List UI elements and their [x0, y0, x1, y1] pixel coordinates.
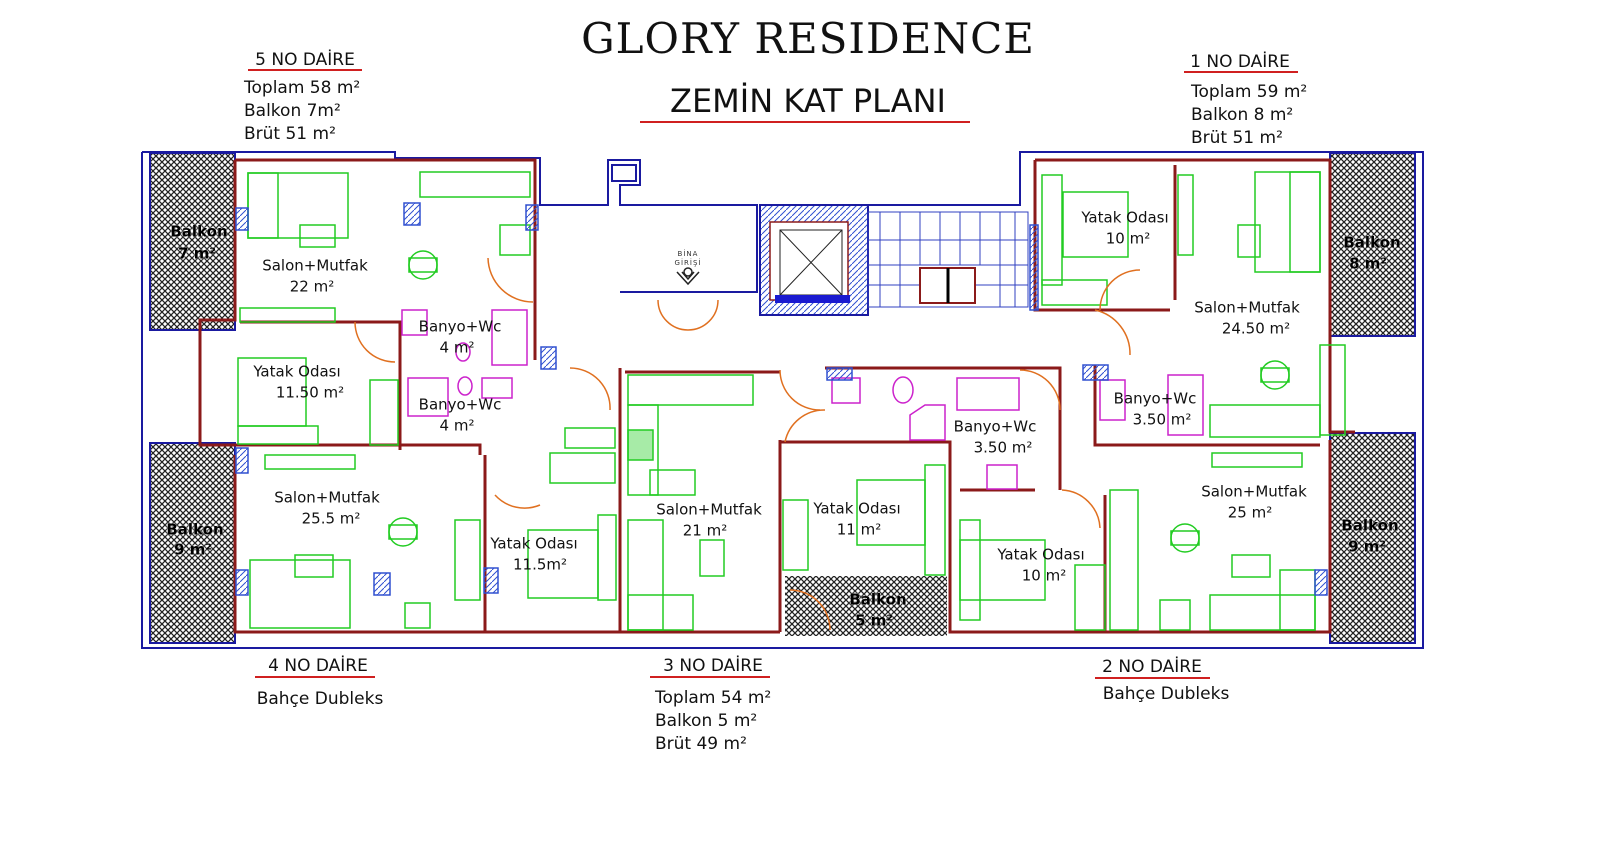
apt5-info: Toplam 58 m² Balkon 7m² Brüt 51 m²	[244, 77, 360, 146]
entrance-label-2: GİRİŞİ	[674, 259, 702, 267]
apt5-gross: Brüt 51 m²	[244, 124, 336, 144]
room-name: Banyo+Wc	[1113, 389, 1197, 408]
apt1-info: Toplam 59 m² Balkon 8 m² Brüt 51 m²	[1191, 81, 1307, 150]
staircase	[867, 211, 1029, 308]
room-area: 22 m²	[289, 277, 335, 296]
room-name: Banyo+Wc	[953, 417, 1037, 436]
apt5-total: Toplam 58 m²	[244, 78, 361, 98]
room-name: Balkon	[1341, 516, 1399, 535]
room-name: Salon+Mutfak	[1194, 298, 1300, 317]
room-area: 10 m²	[1105, 229, 1151, 248]
room-area: 11 m²	[836, 520, 882, 539]
room-area: 3.50 m²	[973, 438, 1033, 457]
furniture	[237, 171, 1346, 631]
room-name: Balkon	[1343, 233, 1401, 252]
entrance-label-1: BİNA	[677, 250, 699, 258]
room-name: Yatak Odası	[253, 362, 341, 381]
apt3-name: 3 NO DAİRE	[663, 656, 763, 676]
room-area: 4 m²	[439, 338, 475, 357]
apt1-balcony: Balkon 8 m²	[1191, 105, 1294, 125]
room-name: Yatak Odası	[1081, 208, 1169, 227]
apt4-type: Bahçe Dubleks	[256, 689, 384, 709]
apt1-total: Toplam 59 m²	[1191, 82, 1308, 102]
room-name: Salon+Mutfak	[274, 488, 380, 507]
room-name: Yatak Odası	[490, 534, 578, 553]
doors	[354, 257, 1141, 631]
room-name: Banyo+Wc	[418, 395, 502, 414]
room-area: 3.50 m²	[1132, 410, 1192, 429]
apt1-name: 1 NO DAİRE	[1190, 52, 1290, 72]
apt4-name: 4 NO DAİRE	[268, 656, 368, 676]
room-area: 8 m²	[1349, 254, 1387, 273]
room-name: Yatak Odası	[813, 499, 901, 518]
room-name: Balkon	[170, 222, 228, 241]
apt3-balcony: Balkon 5 m²	[655, 711, 758, 731]
bath-fixtures	[401, 309, 1204, 490]
elevator	[759, 204, 869, 316]
room-area: 11.5m²	[512, 555, 568, 574]
room-name: Salon+Mutfak	[656, 500, 762, 519]
room-name: Balkon	[849, 590, 907, 609]
room-area: 7 m²	[178, 244, 216, 263]
apt3-info: Toplam 54 m² Balkon 5 m² Brüt 49 m²	[655, 687, 771, 756]
room-name: Balkon	[166, 520, 224, 539]
room-area: 4 m²	[439, 416, 475, 435]
room-name: Salon+Mutfak	[1201, 482, 1307, 501]
room-area: 25.5 m²	[301, 509, 361, 528]
building-title: GLORY RESIDENCE	[581, 14, 1035, 63]
room-name: Yatak Odası	[997, 545, 1085, 564]
room-area: 9 m²	[174, 540, 212, 559]
room-area: 5 m²	[855, 611, 893, 630]
room-area: 21 m²	[682, 521, 728, 540]
outer-outline	[141, 151, 1424, 649]
room-area: 25 m²	[1227, 503, 1273, 522]
apt3-total: Toplam 54 m²	[655, 688, 772, 708]
room-area: 24.50 m²	[1221, 319, 1291, 338]
apt2-type: Bahçe Dubleks	[1102, 684, 1230, 704]
entrance-icon	[676, 267, 700, 286]
apt3-gross: Brüt 49 m²	[655, 734, 747, 754]
apt5-name: 5 NO DAİRE	[255, 50, 355, 70]
apt2-name: 2 NO DAİRE	[1102, 657, 1202, 677]
room-area: 9 m²	[1348, 537, 1386, 556]
room-name: Salon+Mutfak	[262, 256, 368, 275]
plan-title: ZEMİN KAT PLANI	[670, 82, 946, 120]
room-name: Banyo+Wc	[418, 317, 502, 336]
apt5-balcony: Balkon 7m²	[244, 101, 341, 121]
balconies	[149, 152, 1416, 644]
underlines	[248, 69, 1298, 679]
windows	[235, 202, 1328, 596]
room-area: 10 m²	[1021, 566, 1067, 585]
apt1-gross: Brüt 51 m²	[1191, 128, 1283, 148]
room-area: 11.50 m²	[275, 383, 345, 402]
